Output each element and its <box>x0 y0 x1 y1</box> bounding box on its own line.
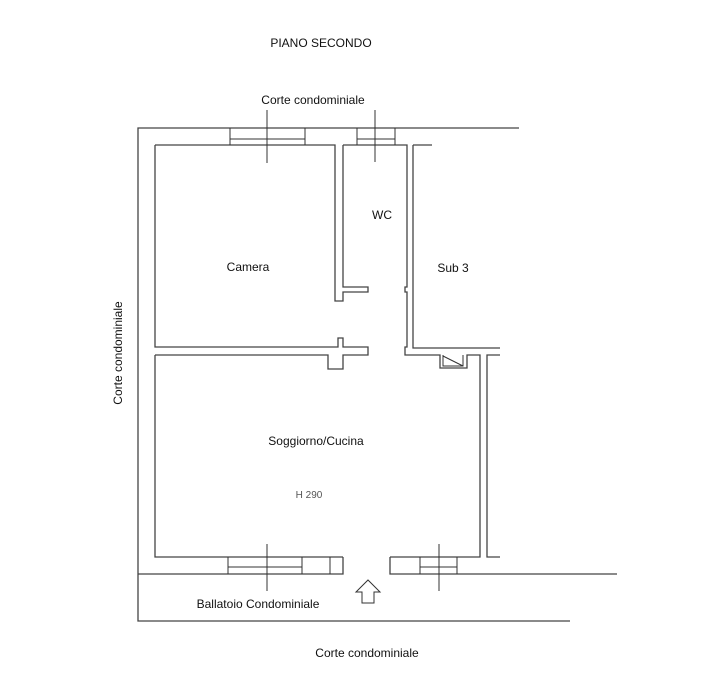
label-corte-top: Corte condominiale <box>261 93 365 107</box>
room-camera: Camera <box>227 260 270 274</box>
label-ballatoio: Ballatoio Condominiale <box>197 597 320 611</box>
room-sub3: Sub 3 <box>437 261 469 275</box>
entrance-arrow-icon <box>354 579 382 604</box>
label-corte-bottom: Corte condominiale <box>315 646 419 660</box>
room-wc: WC <box>372 208 392 222</box>
plan-title: PIANO SECONDO <box>270 36 371 50</box>
ceiling-height: H 290 <box>296 490 323 501</box>
room-soggiorno-cucina: Soggiorno/Cucina <box>268 434 364 448</box>
label-corte-left: Corte condominiale <box>111 301 125 405</box>
walls <box>137 127 617 622</box>
windows <box>227 110 458 591</box>
